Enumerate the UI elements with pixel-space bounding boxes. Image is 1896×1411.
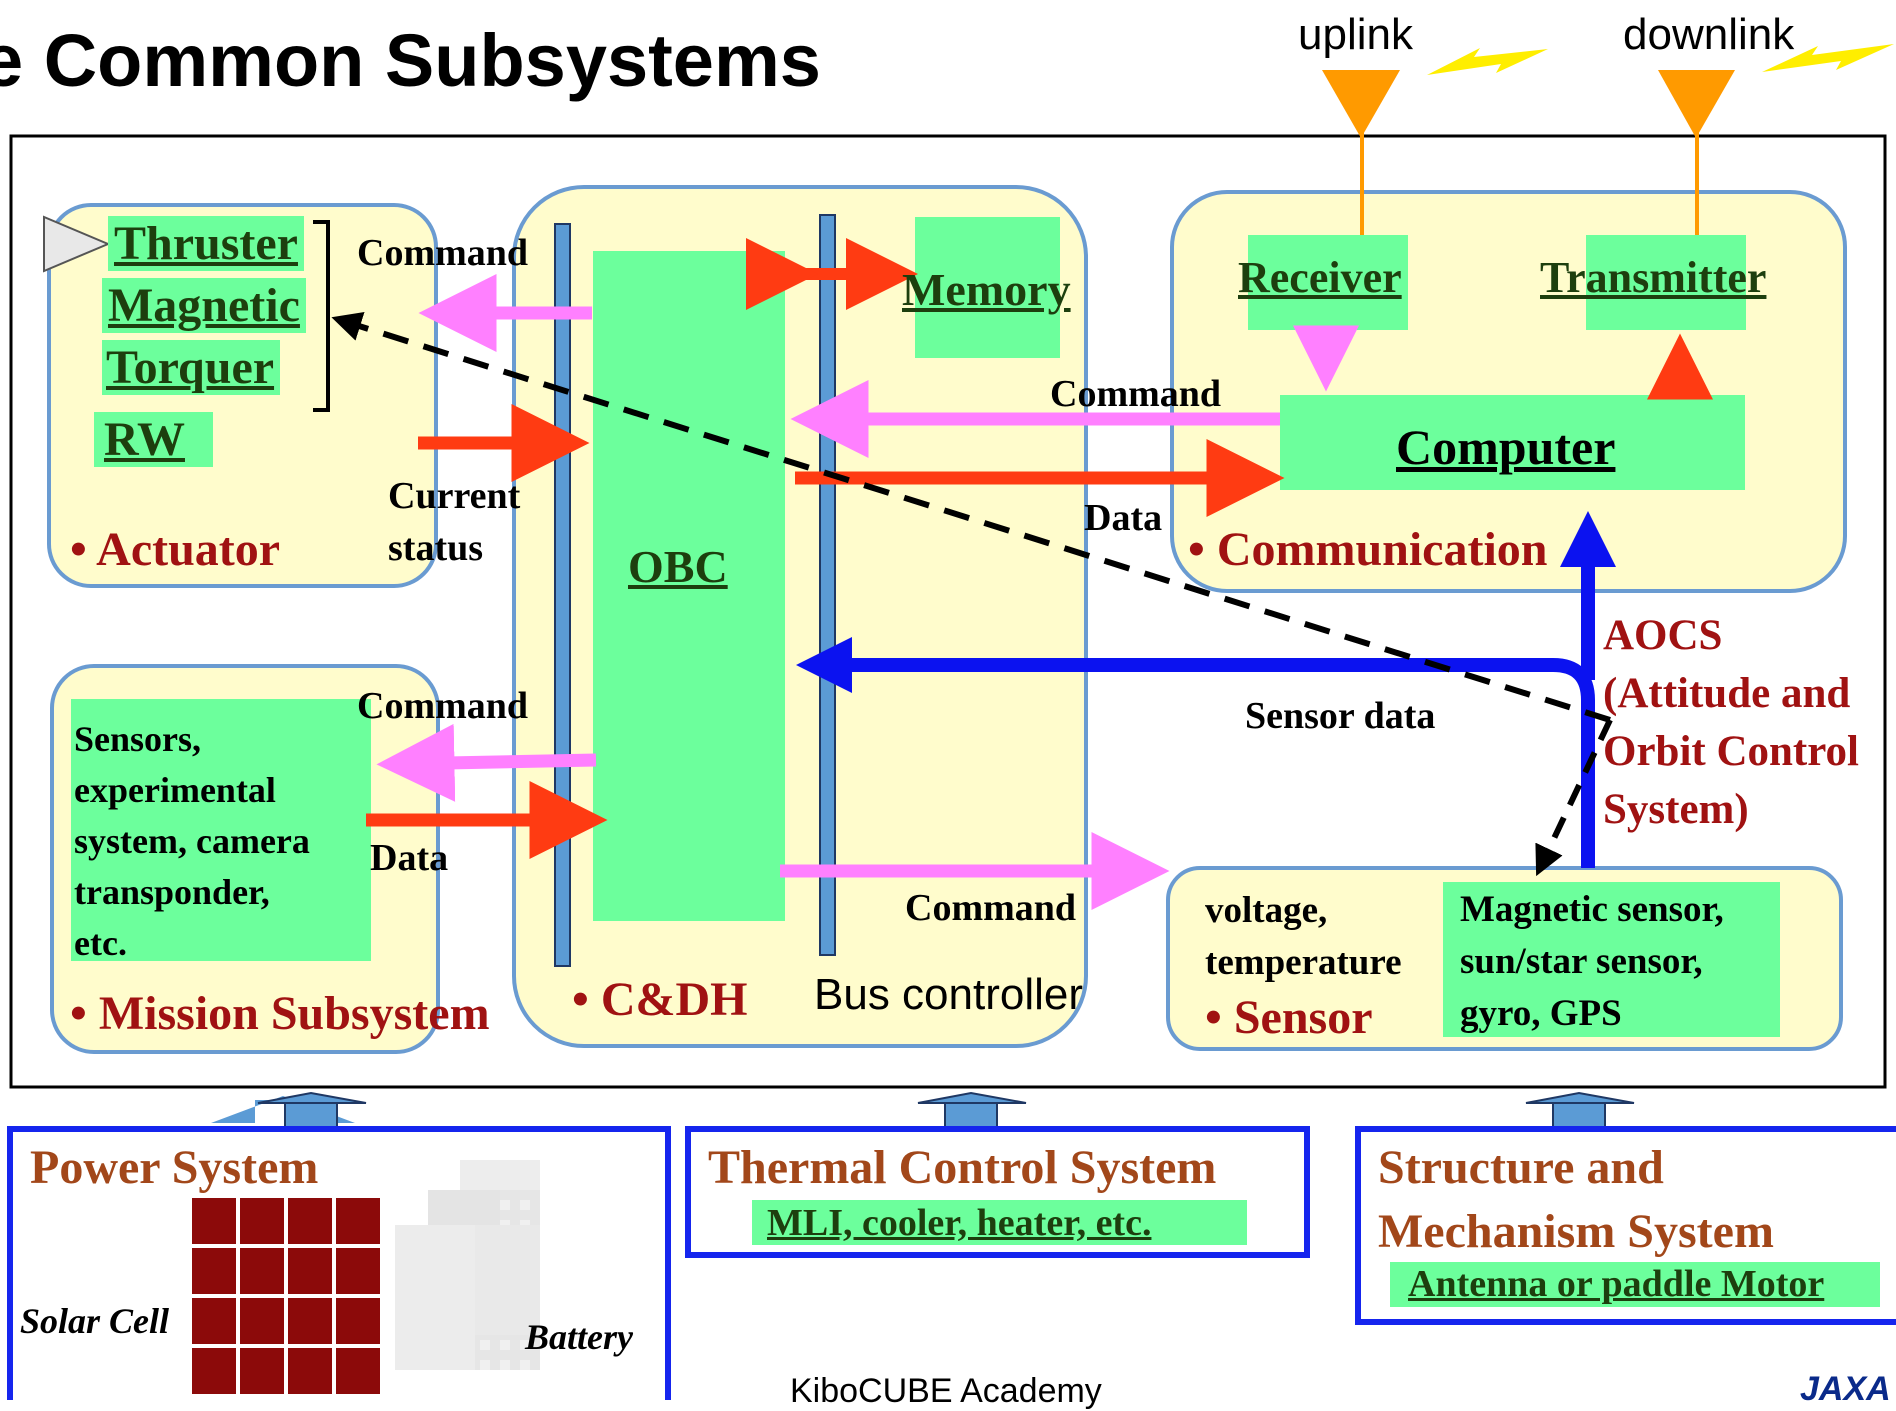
- thermal-items-box: [752, 1200, 1247, 1245]
- communication-command-label: Command: [1050, 373, 1222, 415]
- solar-cell: [336, 1248, 380, 1294]
- magnetic-label: Magnetic: [102, 278, 306, 333]
- memory-label: Memory: [902, 264, 1071, 315]
- aocs-line: (Attitude and: [1603, 670, 1851, 717]
- voltage-line: temperature: [1205, 942, 1402, 983]
- structure-items-box: [1390, 1262, 1880, 1307]
- aocs-line: System): [1603, 786, 1749, 833]
- slide-title: e Common Subsystems: [0, 19, 821, 102]
- computer-box: [1280, 395, 1745, 490]
- solar-cell: [288, 1198, 332, 1244]
- solar-cell-label: Solar Cell: [20, 1301, 170, 1341]
- magnetic-sensor-box: [1443, 882, 1780, 1037]
- solar-cell: [192, 1248, 236, 1294]
- downlink-bolt: [1762, 44, 1894, 72]
- uplink-bolt: [1427, 48, 1548, 75]
- magnetic-sensor-content: Magnetic sensor, sun/star sensor, gyro, …: [1460, 884, 1724, 1040]
- solar-cell: [240, 1298, 284, 1344]
- transmitter-label: Transmitter: [1540, 253, 1767, 302]
- voltage-temperature: voltage, temperature: [1205, 885, 1402, 989]
- actuator-status-label: status: [388, 527, 484, 569]
- magnetic-sensor-line: Magnetic sensor,: [1460, 889, 1724, 930]
- structure-title-2: Mechanism System: [1378, 1205, 1774, 1258]
- sensor-data-label: Sensor data: [1245, 695, 1436, 737]
- downlink-label: downlink: [1623, 10, 1795, 59]
- solar-cell: [336, 1298, 380, 1344]
- torquer-label: Torquer: [102, 340, 281, 395]
- solar-cell: [336, 1348, 380, 1394]
- mission-command-label: Command: [357, 685, 529, 727]
- footer-label: KiboCUBE Academy: [790, 1372, 1102, 1410]
- voltage-line: voltage,: [1205, 890, 1328, 931]
- downlink-antenna: [1658, 70, 1735, 138]
- thermal-title: Thermal Control System: [708, 1141, 1217, 1194]
- solar-cell: [240, 1348, 284, 1394]
- solar-cell: [288, 1348, 332, 1394]
- solar-cell: [288, 1248, 332, 1294]
- transmitter-box: [1586, 235, 1746, 330]
- computer-label: Computer: [1396, 419, 1616, 475]
- obc-label: OBC: [628, 541, 728, 592]
- mission-line: Sensors,: [74, 719, 202, 759]
- jaxa-logo: JAXA: [1800, 1370, 1891, 1408]
- aocs-line: Orbit Control: [1603, 728, 1860, 775]
- magnetic-sensor-line: sun/star sensor,: [1460, 941, 1703, 982]
- thruster-label: Thruster: [108, 216, 304, 271]
- sensor-panel-label: • Sensor: [1205, 991, 1373, 1044]
- uplink-antenna: [1322, 70, 1400, 138]
- mission-content-box: [71, 699, 371, 961]
- thruster-triangle: [43, 215, 111, 273]
- mission-data-label: Data: [370, 837, 449, 879]
- aocs-label: AOCS (Attitude and Orbit Control System): [1603, 607, 1859, 839]
- rw-label: RW: [94, 412, 213, 467]
- structure-items: Antenna or paddle Motor: [1408, 1263, 1825, 1305]
- cdh-panel-label: • C&DH: [572, 973, 748, 1026]
- aocs-line: AOCS: [1603, 612, 1723, 659]
- solar-cell: [240, 1248, 284, 1294]
- mission-content: Sensors, experimental system, camera tra…: [74, 714, 310, 969]
- mission-line: experimental: [74, 770, 276, 810]
- sensor-command-label: Command: [905, 887, 1077, 929]
- structure-title-1: Structure and: [1378, 1141, 1664, 1194]
- uplink-label: uplink: [1298, 10, 1413, 59]
- obc-box: [593, 251, 785, 921]
- bus-bar-left: [554, 223, 571, 967]
- memory-box: [915, 217, 1060, 358]
- bus-bar-right: [819, 214, 836, 956]
- solar-cell: [192, 1348, 236, 1394]
- solar-cell: [240, 1198, 284, 1244]
- battery-label: Battery: [525, 1317, 633, 1357]
- thermal-items: MLI, cooler, heater, etc.: [767, 1202, 1152, 1244]
- mission-line: transponder,: [74, 872, 270, 912]
- receiver-box: [1248, 235, 1408, 330]
- magnetic-sensor-line: gyro, GPS: [1460, 993, 1622, 1034]
- receiver-label: Receiver: [1238, 253, 1402, 302]
- solar-cell: [288, 1298, 332, 1344]
- communication-panel-label: • Communication: [1188, 523, 1548, 576]
- solar-cell: [336, 1198, 380, 1244]
- mission-line: system, camera: [74, 821, 310, 861]
- actuator-command-label: Command: [357, 232, 529, 274]
- solar-cell: [192, 1198, 236, 1244]
- power-title: Power System: [30, 1141, 319, 1194]
- mission-panel-label: • Mission Subsystem: [70, 987, 490, 1040]
- solar-cell: [192, 1298, 236, 1344]
- communication-data-label: Data: [1084, 497, 1163, 539]
- actuator-current-label: Current: [388, 475, 521, 517]
- bus-controller-label: Bus controller: [814, 970, 1084, 1019]
- mission-line: etc.: [74, 923, 127, 963]
- actuator-panel-label: • Actuator: [70, 523, 281, 576]
- solar-cell-grid: [192, 1198, 380, 1394]
